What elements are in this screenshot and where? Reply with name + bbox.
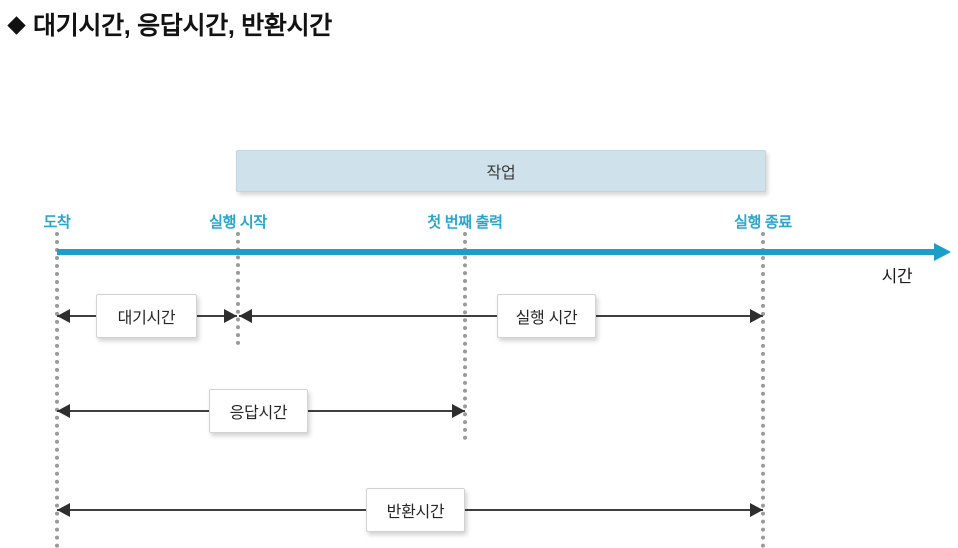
measure-box-response-time: 응답시간 (209, 389, 308, 433)
milestone-guideline-finish (761, 232, 769, 548)
arrow-left-icon-turnaround-time (57, 503, 70, 517)
arrow-right-icon-turnaround-time (750, 503, 763, 517)
arrow-left-icon-response-time (57, 404, 70, 418)
milestone-label-first-output: 첫 번째 출력 (427, 214, 503, 231)
arrow-right-icon-response-time (452, 404, 465, 418)
page-title-text: 대기시간, 응답시간, 반환시간 (33, 12, 332, 40)
measure-box-label-response-time: 응답시간 (229, 405, 288, 422)
milestone-label-finish: 실행 종료 (734, 214, 792, 231)
task-bar: 작업 (236, 150, 766, 192)
arrow-right-icon (934, 243, 951, 261)
arrow-left-icon-execution-time (239, 309, 252, 323)
milestone-label-start: 실행 시작 (209, 214, 267, 231)
measure-box-waiting-time: 대기시간 (96, 294, 197, 338)
measure-box-execution-time: 실행 시간 (497, 294, 596, 338)
page-title: 대기시간, 응답시간, 반환시간 (7, 6, 332, 42)
milestone-guideline-arrival (55, 232, 63, 548)
arrow-right-icon-execution-time (750, 309, 763, 323)
diamond-bullet-icon (7, 15, 26, 35)
time-axis-caption: 시간 (881, 267, 913, 286)
arrow-left-icon-waiting-time (57, 309, 70, 323)
milestone-guideline-start (236, 232, 244, 345)
measure-box-label-turnaround-time: 반환시간 (386, 504, 445, 521)
arrow-right-icon-waiting-time (224, 309, 237, 323)
time-axis-line (57, 249, 941, 255)
measure-box-turnaround-time: 반환시간 (366, 488, 465, 532)
measure-box-label-waiting-time: 대기시간 (117, 310, 176, 327)
milestone-label-arrival: 도착 (43, 214, 71, 231)
milestone-guideline-first-output (463, 232, 471, 440)
task-bar-label: 작업 (486, 165, 516, 182)
measure-box-label-execution-time: 실행 시간 (515, 310, 578, 327)
